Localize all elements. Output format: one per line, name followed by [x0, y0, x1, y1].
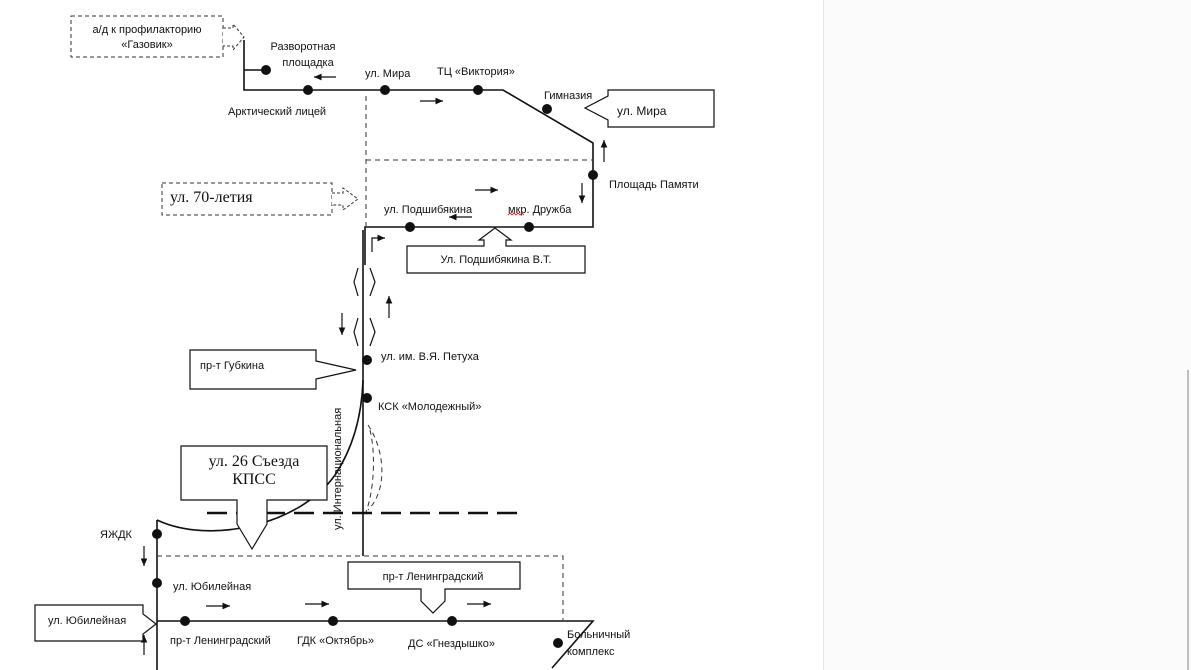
stop-label-ploshad-pamyati: Площадь Памяти: [609, 179, 699, 191]
stop-label-arktichesky: Арктический лицей: [228, 106, 326, 118]
dashed-lines: [157, 96, 593, 620]
stop-label-druzhba: мкр. Дружба: [508, 204, 572, 216]
callout-podshibyakina-vt-label: Ул. Подшибякина В.Т.: [440, 254, 551, 266]
stop-dot-petukha: [362, 355, 372, 365]
dashed-lower-box: [157, 555, 564, 620]
stop-label-razvorotnaya-2: площадка: [282, 57, 334, 69]
stop-dot-razvorotnaya: [261, 65, 271, 75]
route-diagram: а/д к профилакторию «Газовик» ул. Мира у…: [34, 15, 715, 670]
stop-dot-mira: [380, 85, 390, 95]
stop-label-viktoria: ТЦ «Виктория»: [437, 66, 515, 78]
stop-dots: [152, 65, 598, 648]
stop-label-gdk: ГДК «Октябрь»: [297, 635, 374, 647]
callout-26-sezd-line2: КПСС: [232, 471, 276, 488]
stop-dot-leningradsky: [180, 616, 190, 626]
callout-leningradsky: пр-т Ленинградский: [347, 561, 521, 614]
stop-label-gimnazia: Гимназия: [544, 90, 592, 102]
stop-dot-gdk: [328, 616, 338, 626]
stop-label-leningradsky: пр-т Ленинградский: [170, 635, 271, 647]
stop-dot-gimnazia: [542, 104, 552, 114]
stop-dot-bolnichny: [553, 638, 563, 648]
stop-label-podshibyakina: ул. Подшибякина: [384, 204, 473, 216]
bracket-marks: [353, 267, 376, 347]
stop-label-gnezdyshko: ДС «Гнездышко»: [408, 638, 495, 650]
callout-podshibyakina-vt: Ул. Подшибякина В.Т.: [406, 227, 586, 274]
route-line-leningradsky: [157, 620, 595, 669]
stop-dot-podshibyakina: [405, 222, 415, 232]
callout-leningradsky-label: пр-т Ленинградский: [383, 571, 484, 583]
stop-dot-yazhdk: [152, 529, 162, 539]
stop-labels: Разворотная площадка ул. Мира ТЦ «Виктор…: [100, 41, 699, 658]
stop-dot-viktoria: [473, 85, 483, 95]
stop-label-mira: ул. Мира: [365, 68, 411, 80]
stop-dot-ksk: [362, 393, 372, 403]
callout-26-sezd-line1: ул. 26 Съезда: [209, 453, 300, 470]
stop-label-bolnichny-1: Больничный: [567, 629, 630, 641]
stop-label-ksk: КСК «Молодежный»: [378, 401, 481, 413]
callout-70-letiya: ул. 70-летия: [161, 182, 359, 216]
callout-gazovik-line1: а/д к профилакторию: [93, 24, 202, 36]
dashed-ksk-loop-2: [365, 429, 374, 513]
direction-arrows: [140, 73, 608, 655]
stop-label-razvorotnaya-1: Разворотная: [270, 41, 335, 53]
callout-70-letiya-label: ул. 70-летия: [170, 189, 253, 206]
route-line-top: [243, 40, 594, 265]
callout-yubileynaya: ул. Юбилейная: [34, 604, 157, 642]
callout-gazovik-line2: «Газовик»: [121, 39, 172, 51]
street-label-internatsionalnaya: ул. Интернациональная: [332, 408, 344, 530]
stop-dot-arktichesky: [303, 85, 313, 95]
stop-label-petukha: ул. им. В.Я. Петуха: [381, 351, 480, 363]
callout-26-sezd: ул. 26 Съезда КПСС: [180, 445, 328, 551]
stop-label-yubileynaya: ул. Юбилейная: [173, 581, 251, 593]
page-background: [823, 0, 1191, 670]
stop-dot-yubileynaya: [152, 578, 162, 588]
callout-gazovik: а/д к профилакторию «Газовик»: [70, 15, 245, 58]
scrollbar[interactable]: [1187, 370, 1189, 670]
stop-dot-ploshad-pamyati: [588, 170, 598, 180]
callout-yubileynaya-label: ул. Юбилейная: [48, 615, 126, 627]
stop-dot-druzhba: [524, 222, 534, 232]
callout-gubkina: пр-т Губкина: [189, 349, 357, 390]
stop-label-yazhdk: ЯЖДК: [100, 529, 133, 541]
dashed-ksk-loop: [367, 424, 383, 511]
spellcheck-underline: [507, 212, 525, 216]
stop-dot-gnezdyshko: [447, 616, 457, 626]
callout-mira-right: ул. Мира: [583, 89, 715, 128]
callout-gubkina-label: пр-т Губкина: [200, 360, 265, 372]
callout-mira-right-label: ул. Мира: [617, 104, 667, 118]
stop-label-bolnichny-2: комплекс: [567, 646, 615, 658]
